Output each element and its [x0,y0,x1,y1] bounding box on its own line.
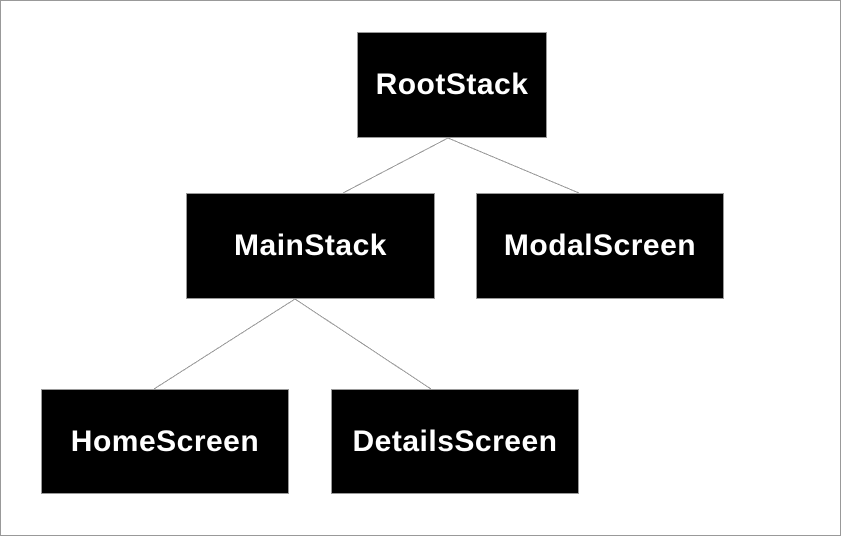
edge-rootstack-mainstack [342,137,449,194]
node-homescreen-label: HomeScreen [70,424,260,458]
node-mainstack: MainStack [186,193,435,299]
node-detailsscreen: DetailsScreen [331,389,579,494]
edge-mainstack-homescreen [153,298,296,390]
edge-rootstack-modalscreen [447,137,580,194]
node-mainstack-label: MainStack [234,229,387,262]
node-rootstack: RootStack [357,32,547,138]
node-homescreen: HomeScreen [41,389,289,494]
node-rootstack-label: RootStack [375,68,529,101]
node-modalscreen: ModalScreen [476,193,724,299]
edge-mainstack-detailsscreen [294,298,432,390]
node-modalscreen-label: ModalScreen [503,229,697,262]
node-detailsscreen-label: DetailsScreen [352,424,558,458]
